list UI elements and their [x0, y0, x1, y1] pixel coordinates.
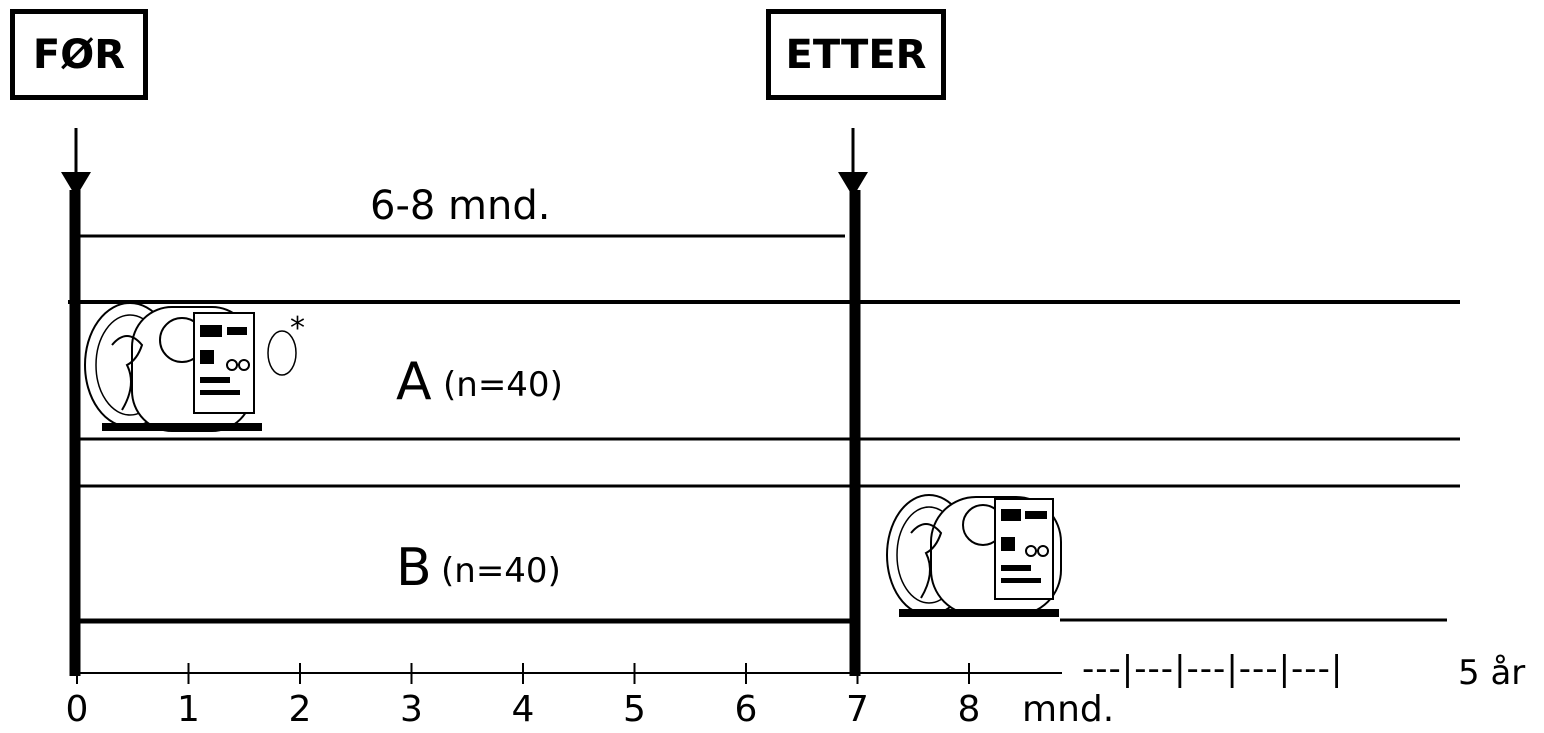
duration-label: 6-8 mnd.	[370, 183, 551, 229]
axis-tick-label: 0	[65, 689, 89, 730]
before-label: FØR	[32, 31, 126, 78]
axis-tick-label: 3	[400, 689, 423, 730]
after-label-box: ETTER	[766, 9, 946, 100]
after-arrow-head	[838, 172, 868, 197]
axis-tick-label: 1	[177, 689, 200, 730]
axis-tick-label: 5	[623, 689, 646, 730]
after-label: ETTER	[785, 31, 927, 78]
axis-tick-label: 4	[511, 689, 535, 730]
asterisk-note: *	[290, 311, 305, 346]
axis-tick-label: 7	[846, 689, 869, 730]
axis-tick-label: 8	[957, 689, 981, 730]
before-arrow-head	[61, 172, 91, 197]
axis-unit-label: mnd.	[1022, 689, 1115, 730]
device-icon-group-b	[886, 494, 1062, 617]
axis-tick-label: 6	[734, 689, 758, 730]
axis-tick-marks	[76, 663, 970, 684]
long-term-marks: ---|---|---|---|---|	[1082, 649, 1344, 689]
group-b-letter: B	[396, 538, 432, 598]
axis-tick-label: 2	[288, 689, 312, 730]
device-icon-group-a	[84, 302, 297, 432]
group-b-count: (n=40)	[441, 551, 561, 591]
group-a-count: (n=40)	[443, 365, 563, 405]
before-label-box: FØR	[10, 9, 148, 100]
long-term-label: 5 år	[1458, 653, 1526, 693]
group-a-letter: A	[396, 352, 432, 412]
